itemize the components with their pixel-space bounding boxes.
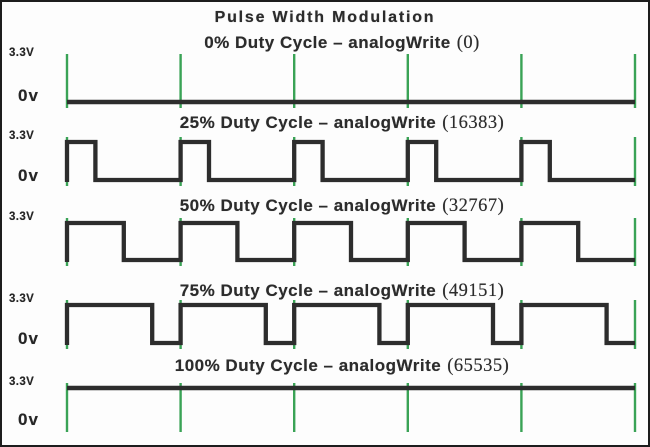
section-heading-50pct: 50% Duty Cycle – analogWrite (32767) xyxy=(42,196,642,217)
duty-cycle-label: 100% Duty Cycle – analogWrite xyxy=(174,356,442,375)
voltage-low-label: 0v xyxy=(18,166,39,185)
voltage-high-label: 3.3V xyxy=(9,293,35,305)
voltage-high-label: 3.3V xyxy=(9,47,35,59)
analogwrite-value: (16383) xyxy=(442,113,505,133)
voltage-high-label: 3.3V xyxy=(9,211,35,223)
section-heading-25pct: 25% Duty Cycle – analogWrite (16383) xyxy=(42,113,642,134)
analogwrite-value: (65535) xyxy=(447,356,510,376)
voltage-high-label: 3.3V xyxy=(9,376,35,388)
analogwrite-value: (0) xyxy=(456,33,480,53)
section-heading-0pct: 0% Duty Cycle – analogWrite (0) xyxy=(42,33,642,54)
analogwrite-value: (32767) xyxy=(442,196,505,216)
pwm-waveform-50 xyxy=(64,220,635,263)
voltage-low-label: 0v xyxy=(18,329,39,348)
section-heading-100pct: 100% Duty Cycle – analogWrite (65535) xyxy=(42,356,642,377)
duty-cycle-label: 25% Duty Cycle – analogWrite xyxy=(179,113,437,132)
duty-cycle-label: 0% Duty Cycle – analogWrite xyxy=(204,33,451,52)
analogwrite-value: (49151) xyxy=(442,281,505,301)
voltage-low-label: 0v xyxy=(18,86,39,105)
duty-cycle-label: 75% Duty Cycle – analogWrite xyxy=(179,281,437,300)
voltage-low-label: 0v xyxy=(18,410,39,429)
voltage-high-label: 3.3V xyxy=(9,130,35,142)
section-heading-75pct: 75% Duty Cycle – analogWrite (49151) xyxy=(42,281,642,302)
duty-cycle-label: 50% Duty Cycle – analogWrite xyxy=(179,196,437,215)
pwm-waveform-25 xyxy=(64,139,635,183)
pwm-waveform-75 xyxy=(64,302,635,346)
page-title: Pulse Width Modulation xyxy=(214,9,436,26)
